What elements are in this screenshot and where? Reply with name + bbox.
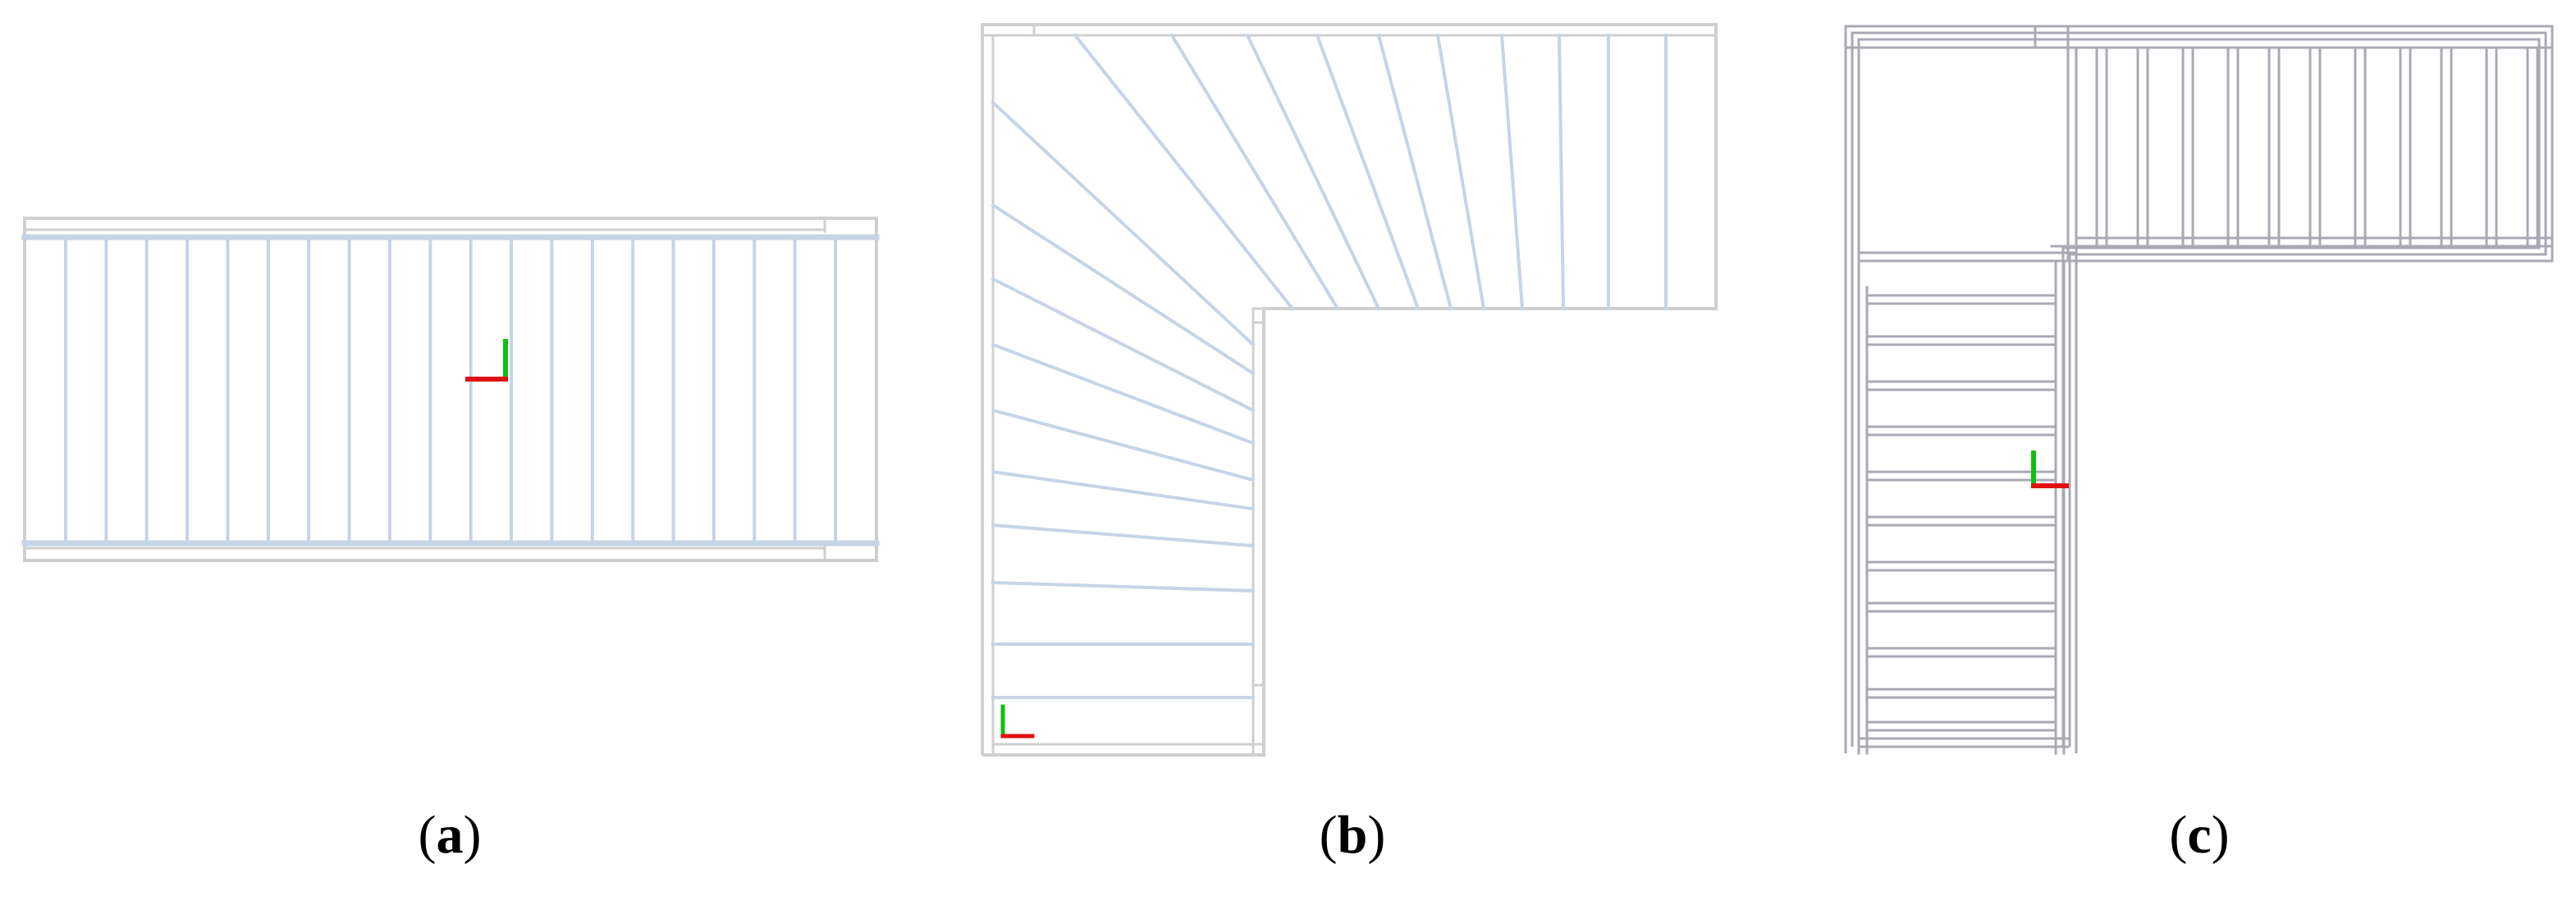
axis-gizmo-icon — [2031, 450, 2069, 488]
tread-line — [1499, 33, 1525, 311]
axis-gizmo-icon — [1000, 704, 1035, 739]
tread-line — [1169, 33, 1340, 311]
tread-line — [991, 523, 1256, 548]
tread-line — [991, 277, 1256, 413]
structure-outline-line — [1857, 38, 2541, 747]
tread-lines — [1865, 46, 2554, 732]
stair-outline-line — [981, 23, 1718, 757]
axis-gizmo-icon — [465, 339, 508, 382]
caption-c: (c) — [2169, 805, 2230, 865]
tread-line — [991, 342, 1256, 446]
caption-letter: b — [1337, 805, 1368, 865]
tread-line — [1073, 33, 1295, 311]
stair-outline — [981, 23, 1718, 757]
tread-line — [1376, 33, 1453, 311]
tread-line — [1315, 33, 1421, 311]
stair-outline — [23, 217, 878, 562]
tread-line — [991, 469, 1256, 511]
caption-b: (b) — [1319, 805, 1386, 865]
caption-a: (a) — [418, 805, 482, 865]
tread-line — [991, 408, 1256, 483]
tread-line — [991, 100, 1256, 347]
tread-line — [991, 203, 1256, 376]
tread-line — [1245, 33, 1381, 311]
caption-letter: c — [2187, 805, 2212, 865]
tread-lines — [991, 33, 1668, 699]
stair-structure — [1844, 25, 2554, 755]
tread-line — [991, 580, 1256, 593]
structure-outline-line — [1844, 25, 2554, 753]
tread-lines — [21, 234, 880, 547]
structure-outline-line — [1851, 31, 2547, 747]
tread-line — [1435, 33, 1486, 311]
caption-letter: a — [436, 805, 464, 865]
tread-line — [1557, 33, 1566, 311]
